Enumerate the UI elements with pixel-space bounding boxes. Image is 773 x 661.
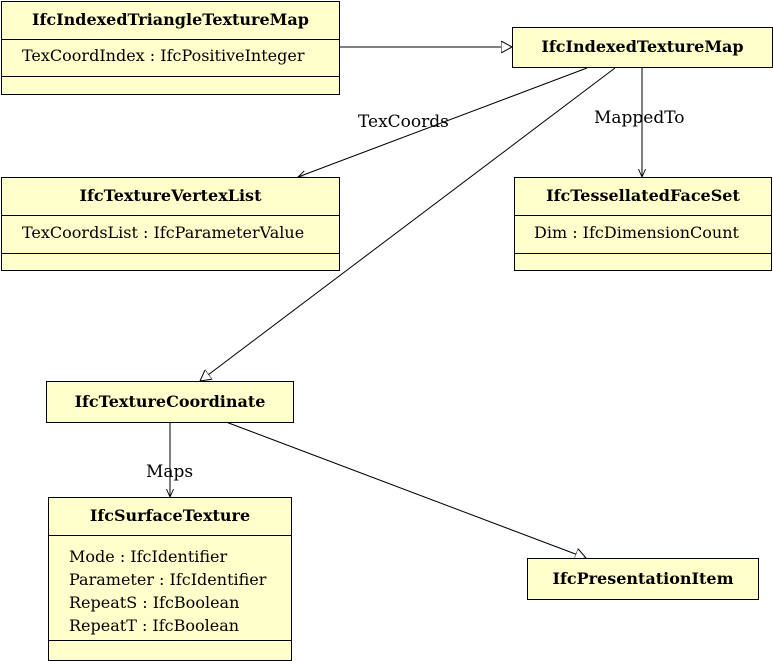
attribute: Mode : IfcIdentifier xyxy=(69,547,228,566)
generalization-texture-coordinate-to-presentation-item xyxy=(225,421,586,558)
attribute: RepeatS : IfcBoolean xyxy=(69,593,240,612)
class-attributes: Mode : IfcIdentifier Parameter : IfcIden… xyxy=(49,535,291,640)
class-operations xyxy=(49,640,291,661)
attribute: Dim : IfcDimensionCount xyxy=(534,223,739,242)
class-operations xyxy=(515,253,771,271)
class-operations xyxy=(2,76,339,95)
class-name: IfcSurfaceTexture xyxy=(89,506,251,525)
class-ifc-indexed-texture-map: IfcIndexedTextureMap xyxy=(512,27,773,68)
class-ifc-presentation-item: IfcPresentationItem xyxy=(527,558,759,600)
class-attributes: TexCoordIndex : IfcPositiveInteger xyxy=(2,39,339,76)
class-ifc-indexed-triangle-texture-map: IfcIndexedTriangleTextureMap TexCoordInd… xyxy=(1,1,340,95)
class-name: IfcIndexedTriangleTextureMap xyxy=(32,10,309,29)
class-ifc-texture-vertex-list: IfcTextureVertexList TexCoordsList : Ifc… xyxy=(1,177,340,271)
class-name: IfcTextureVertexList xyxy=(79,186,262,205)
association-texcoords xyxy=(298,67,588,177)
edge-label-texcoords: TexCoords xyxy=(358,112,449,132)
generalization-texture-map-to-texture-coordinate xyxy=(200,67,616,381)
class-attributes: TexCoordsList : IfcParameterValue xyxy=(2,215,339,253)
edge-label-mappedto: MappedTo xyxy=(594,108,685,128)
attribute: RepeatT : IfcBoolean xyxy=(69,616,240,635)
attribute: Parameter : IfcIdentifier xyxy=(69,570,267,589)
class-name: IfcIndexedTextureMap xyxy=(541,37,744,56)
class-ifc-surface-texture: IfcSurfaceTexture Mode : IfcIdentifier P… xyxy=(48,497,292,661)
class-attributes: Dim : IfcDimensionCount xyxy=(515,215,771,253)
class-ifc-texture-coordinate: IfcTextureCoordinate xyxy=(46,381,294,423)
class-ifc-tessellated-face-set: IfcTessellatedFaceSet Dim : IfcDimension… xyxy=(514,177,772,271)
class-operations xyxy=(2,253,339,271)
class-name: IfcTessellatedFaceSet xyxy=(546,186,740,205)
attribute: TexCoordIndex : IfcPositiveInteger xyxy=(22,46,305,65)
class-name: IfcTextureCoordinate xyxy=(74,392,266,411)
edge-label-maps: Maps xyxy=(146,462,194,482)
attribute: TexCoordsList : IfcParameterValue xyxy=(22,223,305,242)
class-name: IfcPresentationItem xyxy=(552,569,734,588)
